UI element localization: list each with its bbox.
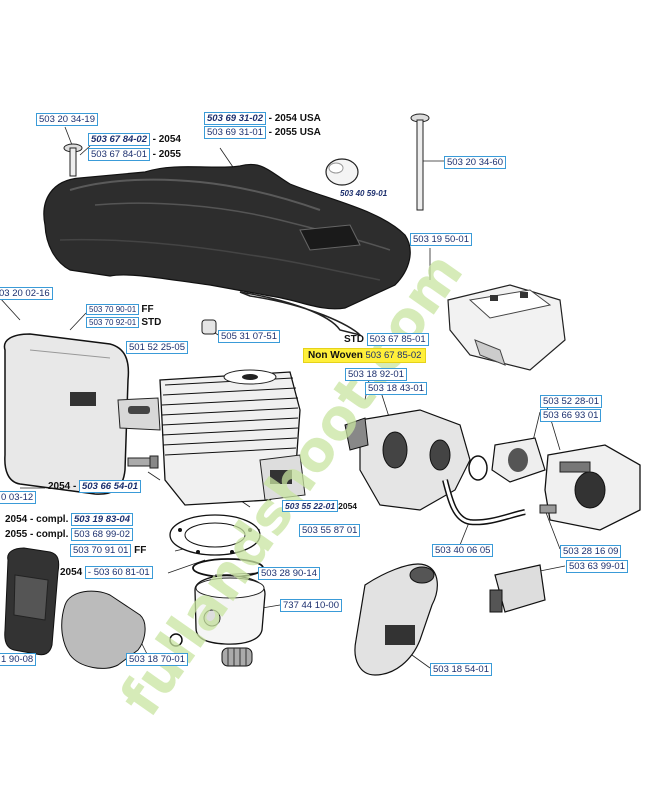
label-variant-2054-cyl: 2054 [338, 501, 358, 511]
circlip [169, 633, 183, 647]
label-variant-ff-kit: FF [134, 545, 147, 556]
label-503-40-06-05: 503 40 06 05 [432, 544, 494, 557]
label-group-2055-compl: 2055 - compl. 503 68 99-02 [5, 528, 133, 541]
label-503-63-99-01: 503 63 99-01 [566, 560, 628, 573]
needle-bearing [221, 647, 253, 667]
label-503-55-22-01: 503 55 22-01 [282, 500, 339, 512]
carburetor-gasket [468, 455, 488, 481]
throttle-linkage [489, 564, 546, 613]
label-variant-2054-muffler: 2054 - [48, 481, 77, 492]
label-503-40-59-01: 503 40 59-01 [340, 189, 388, 198]
label-03-20-02-16: 03 20 02-16 [0, 287, 53, 300]
label-group-std: 503 70 92-01 STD [86, 317, 161, 328]
label-variant-2054-compl: 2054 - compl. [5, 514, 69, 525]
carburetor-part [539, 444, 641, 531]
label-505-31-07-51: 505 31 07-51 [218, 330, 280, 343]
intake-manifold-part [344, 409, 471, 511]
label-group-2054-usa: 503 69 31-02 - 2054 USA [204, 112, 321, 125]
label-variant-2055-compl: 2055 - compl. [5, 529, 69, 540]
label-503-66-54-01: 503 66 54-01 [79, 480, 141, 493]
label-variant-ff: FF [141, 304, 154, 315]
label-group-2055: 503 67 84-01 - 2055 [88, 148, 181, 161]
cover-screw [63, 143, 83, 177]
label-group-non-woven: Non Woven 503 67 85-02 [303, 348, 427, 363]
small-bushing [201, 319, 217, 335]
label-group-2054-piston: 2054 - 503 60 81-01 [60, 566, 153, 579]
cylinder-part [159, 369, 306, 506]
label-variant-2054-usa: - 2054 USA [268, 113, 321, 124]
label-503-19-83-04: 503 19 83-04 [71, 513, 133, 526]
label-503-55-87-01: 503 55 87 01 [299, 524, 361, 537]
label-503-18-43-01: 503 18 43-01 [365, 382, 427, 395]
label-503-19-50-01: 503 19 50-01 [410, 233, 472, 246]
label-1-90-08: 1 90-08 [0, 653, 37, 666]
label-variant-2055-usa: - 2055 USA [268, 127, 321, 138]
label-503-70-90-01: 503 70 90-01 [86, 304, 140, 315]
spark-arrestor-screen [4, 547, 60, 656]
label-503-20-34-19: 503 20 34-19 [36, 113, 98, 126]
impulse-hose [442, 479, 526, 526]
label-503-69-31-02: 503 69 31-02 [204, 112, 266, 125]
muffler-part [3, 333, 161, 495]
label-503-67-85-02: 503 67 85-02 [365, 350, 422, 361]
label-503-68-99-02: 503 68 99-02 [71, 528, 133, 541]
muffler-bolt [127, 455, 159, 469]
carburetor-flange [491, 437, 546, 483]
label-503-69-31-01: 503 69 31-01 [204, 126, 266, 139]
label-group-std-filter: STD 503 67 85-01 [344, 333, 429, 346]
label-variant-non-woven: Non Woven [308, 350, 363, 361]
label-503-70-92-01: 503 70 92-01 [86, 317, 140, 328]
label-group-ff-kit: 503 70 91 01 FF [70, 544, 147, 557]
intake-boot-part [354, 563, 438, 676]
label-503-28-16-09: 503 28 16 09 [560, 545, 622, 558]
label-variant-std-filter: STD [344, 334, 364, 345]
label-group-2054-muffler: 2054 - 503 66 54-01 [48, 480, 141, 493]
label-503-20-34-60: 503 20 34-60 [444, 156, 506, 169]
label-503-18-54-01: 503 18 54-01 [430, 663, 492, 676]
label-501-52-25-05: 501 52 25-05 [126, 341, 188, 354]
label-group-2055-usa: 503 69 31-01 - 2055 USA [204, 126, 321, 139]
cover-gasket [239, 291, 363, 337]
label-503-66-93-01: 503 66 93 01 [540, 409, 602, 422]
label-variant-2054: - 2054 [152, 134, 181, 145]
label-503-67-85-01: 503 67 85-01 [366, 333, 429, 346]
label-503-67-84-01: 503 67 84-01 [88, 148, 150, 161]
label-group-2054: 503 67 84-02 - 2054 [88, 133, 181, 146]
cover-knob [325, 158, 359, 186]
piston-part [194, 574, 266, 645]
label-503-67-84-02: 503 67 84-02 [88, 133, 150, 146]
long-bolt [410, 113, 430, 211]
label-0-03-12: 0 03-12 [0, 491, 37, 504]
top-cover-part [43, 163, 411, 310]
label-503-18-92-01: 503 18 92-01 [345, 368, 407, 381]
label-variant-2054-piston: 2054 [60, 567, 83, 578]
label-variant-std: STD [141, 317, 162, 328]
label-variant-2055: - 2055 [152, 149, 181, 160]
air-filter-part [447, 284, 566, 371]
label-503-28-90-14: 503 28 90-14 [258, 567, 320, 580]
label-503-70-91-01: 503 70 91 01 [70, 544, 132, 557]
label-group-2054-compl: 2054 - compl. 503 19 83-04 [5, 513, 133, 526]
label-503-60-81-01: - 503 60 81-01 [84, 566, 153, 579]
cover-plate [61, 590, 146, 669]
base-gasket [169, 514, 261, 556]
label-737-44-10-00: 737 44 10-00 [280, 599, 342, 612]
label-503-18-70-01: 503 18 70-01 [126, 653, 188, 666]
label-503-52-28-01: 503 52 28-01 [540, 395, 602, 408]
label-group-ff: 503 70 90-01 FF [86, 304, 154, 315]
